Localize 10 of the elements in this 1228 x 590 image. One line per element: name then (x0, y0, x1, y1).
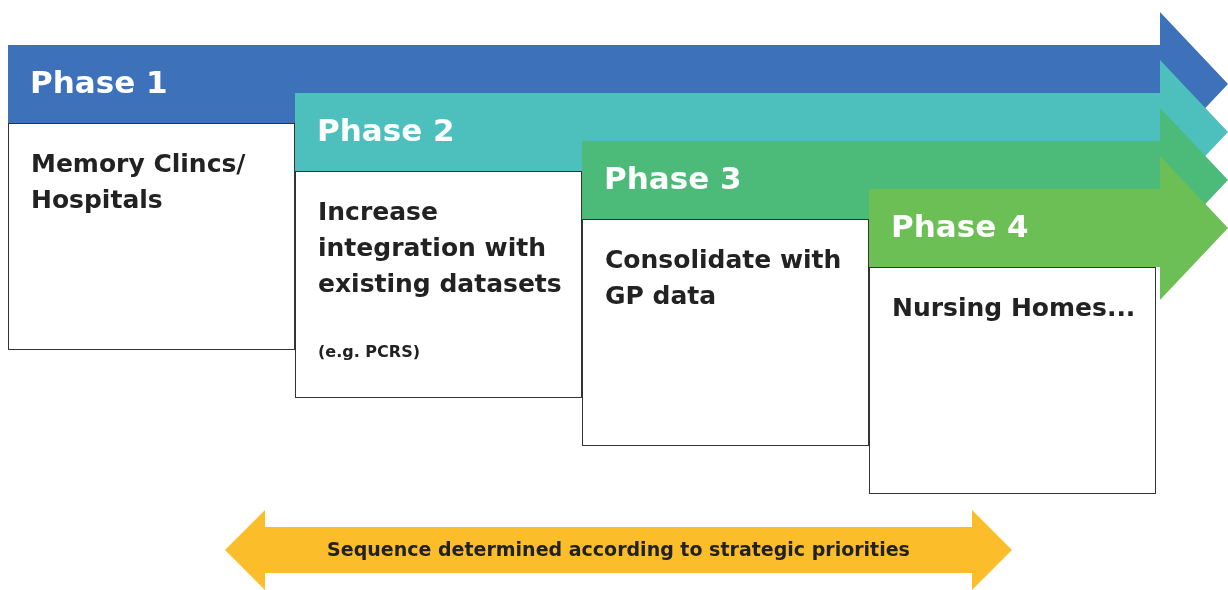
phase-description: Increase integration with existing datasets (318, 196, 563, 300)
phase-description: Nursing Homes... (892, 292, 1137, 324)
phase-heading: Phase 1 (30, 64, 168, 100)
phase-heading: Phase 4 (891, 208, 1029, 244)
phase-heading: Phase 2 (317, 112, 455, 148)
phase-heading: Phase 3 (604, 160, 742, 196)
phase-description: Consolidate with GP data (605, 244, 843, 312)
phase-note: (e.g. PCRS) (318, 342, 420, 361)
arrow-label: Sequence determined according to strategic priorities (326, 538, 911, 560)
phase-description: Memory Clincs/ Hospitals (31, 148, 247, 216)
